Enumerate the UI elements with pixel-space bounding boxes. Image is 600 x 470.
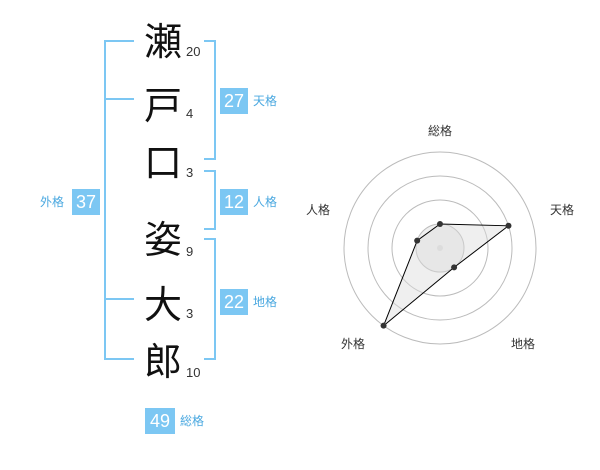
- jinkaku-label: 人格: [253, 195, 278, 209]
- stroke-count-6: 10: [186, 365, 201, 380]
- radar-point-soukaku: [437, 221, 443, 227]
- radar-polygon: [383, 223, 510, 327]
- radar-center: [437, 245, 443, 251]
- bracket-tick: [104, 98, 134, 100]
- gaikaku-label: 外格: [40, 195, 65, 209]
- name-char-4: 姿: [143, 218, 182, 262]
- radar-label-chikaku: 地格: [511, 337, 536, 351]
- radar-point-tenkaku: [505, 222, 512, 229]
- radar-ring: [343, 151, 537, 345]
- name-char-1: 瀬: [143, 20, 182, 64]
- stroke-count-3: 3: [186, 165, 194, 180]
- radar-label-gaikaku: 外格: [341, 337, 366, 351]
- stroke-count-1: 20: [186, 44, 201, 59]
- stroke-count-5: 3: [186, 306, 194, 321]
- jinkaku-badge: 12: [220, 189, 248, 215]
- radar-label-tenkaku: 天格: [550, 203, 575, 217]
- chikaku-bracket: [204, 238, 216, 360]
- radar-ring: [391, 199, 489, 297]
- stroke-count-4: 9: [186, 244, 194, 259]
- soukaku-badge: 49: [145, 408, 175, 434]
- soukaku-label: 総格: [180, 414, 205, 428]
- chikaku-label: 地格: [253, 295, 278, 309]
- radar-point-jinkaku: [414, 237, 421, 244]
- stroke-count-2: 4: [186, 106, 194, 121]
- name-char-3: 口: [143, 141, 182, 185]
- radar-label-jinkaku: 人格: [306, 203, 331, 217]
- name-char-2: 戸: [143, 84, 182, 128]
- jinkaku-bracket: [204, 170, 216, 230]
- tenkaku-badge: 27: [220, 88, 248, 114]
- tenkaku-bracket: [204, 40, 216, 160]
- gaikaku-badge: 37: [72, 189, 100, 215]
- gaikaku-bracket: [104, 40, 134, 360]
- radar-point-chikaku: [451, 264, 458, 271]
- radar-point-gaikaku: [380, 322, 387, 329]
- bracket-tick: [104, 298, 134, 300]
- radar-ring: [367, 175, 513, 321]
- radar-label-soukaku: 総格: [428, 124, 453, 138]
- tenkaku-label: 天格: [253, 94, 278, 108]
- chikaku-badge: 22: [220, 289, 248, 315]
- name-char-5: 大: [143, 283, 182, 327]
- name-char-6: 郎: [143, 340, 182, 384]
